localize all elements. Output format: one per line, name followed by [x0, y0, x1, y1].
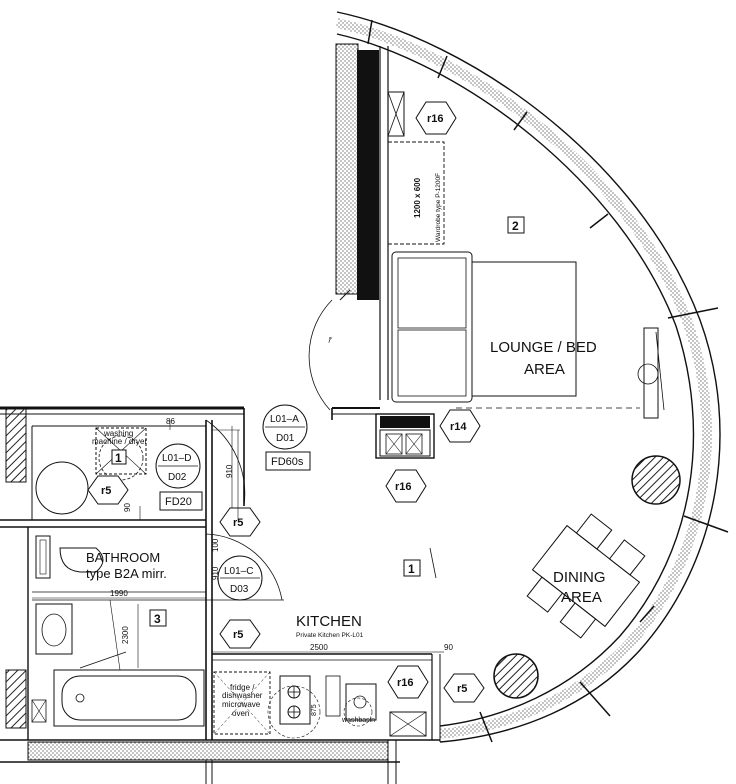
dining-table	[526, 513, 646, 639]
laundry-door	[205, 419, 284, 601]
tag-r5-kitchen: r5	[219, 619, 261, 649]
bathroom-label-1: BATHROOM	[86, 550, 160, 565]
laundry-room-number: 1	[115, 451, 122, 465]
bathroom-fixtures	[35, 535, 205, 727]
door-d01-bottom: D01	[276, 433, 295, 444]
interior-walls	[0, 406, 441, 784]
washbasin-label: washbasin	[341, 717, 375, 724]
dining-label-1: DINING	[553, 569, 606, 586]
dim-875: 875	[311, 704, 318, 716]
door-d02-bottom: D02	[168, 472, 187, 483]
fridge-label-3: microwave	[222, 700, 261, 709]
dim-910-b: 910	[211, 566, 220, 580]
column-1	[631, 455, 681, 505]
wardrobe-type: Wardrobe type P-1200F	[435, 173, 442, 242]
dimension-lines	[32, 420, 444, 724]
tag-label: r16	[395, 481, 412, 493]
dim-2300: 2300	[121, 626, 130, 644]
fridge-label-4: oven	[232, 709, 249, 718]
tag-r5-bath: r5	[219, 507, 261, 537]
dim-90-b: 90	[444, 643, 453, 652]
washing-machine: 1	[35, 427, 147, 515]
tag-r5-right: r5	[443, 673, 485, 703]
tag-label: r16	[397, 677, 414, 689]
door-fd20: FD20	[165, 496, 192, 508]
kitchen-sub-label: Private Kitchen PK-L01	[296, 632, 364, 639]
door-tag-d03: L01–C D03	[217, 555, 263, 601]
lounge-label-1: LOUNGE / BED	[490, 339, 597, 356]
room-number-bathroom: 3	[154, 612, 161, 626]
column-block-top	[5, 407, 27, 483]
door-d02-top: L01–D	[162, 453, 191, 464]
dim-100: 100	[211, 538, 220, 552]
door-fd60s: FD60s	[271, 456, 304, 468]
dining-label-2: AREA	[561, 589, 602, 606]
curved-facade	[335, 11, 729, 743]
tag-label: ⊸	[324, 335, 335, 345]
room-number-lounge: 2	[512, 219, 519, 233]
tag-label: r5	[233, 517, 243, 529]
column-2	[493, 653, 539, 699]
dim-910-a: 910	[225, 464, 234, 478]
dim-2500: 2500	[310, 643, 328, 652]
room-number-hall: 1	[408, 562, 415, 576]
wardrobe-size: 1200 x 600	[413, 177, 422, 218]
door-d03-bottom: D03	[230, 584, 249, 595]
dim-86: 86	[166, 417, 175, 426]
kitchen-label: KITCHEN	[296, 613, 362, 630]
wardrobe: 1200 x 600 Wardrobe type P-1200F	[387, 141, 445, 245]
bathroom-label-2: type B2A mirr.	[86, 566, 167, 581]
dim-1990: 1990	[110, 589, 128, 598]
tag-r16-kitchen: r16	[387, 665, 429, 699]
storage-block	[375, 413, 435, 459]
tag-label: r5	[457, 683, 467, 695]
door-d01-top: L01–A	[270, 414, 299, 425]
window-element	[637, 327, 665, 419]
column-block-bottom	[5, 669, 27, 729]
kitchen-fixtures	[213, 671, 427, 739]
door-tag-d01: L01–A D01	[262, 404, 308, 450]
fridge-label-2: dishwasher	[222, 691, 263, 700]
door-tag-d02: L01–D D02	[155, 443, 201, 489]
washing-label-1: washing	[103, 429, 133, 438]
tag-r5-wash: r5	[87, 475, 129, 505]
tag-label: r16	[427, 113, 444, 125]
tag-r14: r14	[439, 409, 481, 443]
washing-label-2: machine / dryer	[92, 437, 147, 446]
service-core: ⊸	[308, 43, 405, 411]
door-d03-top: L01–C	[224, 566, 253, 577]
tag-r16-mid: r16	[385, 469, 427, 503]
bed	[391, 251, 577, 403]
dim-90-a: 90	[123, 503, 132, 512]
lounge-label-2: AREA	[524, 361, 565, 378]
tag-label: r14	[450, 421, 467, 433]
tag-r16-top: r16	[415, 101, 457, 135]
tag-label: r5	[101, 485, 111, 497]
fridge-label-1: fridge /	[230, 683, 255, 692]
tag-label: r5	[233, 629, 243, 641]
